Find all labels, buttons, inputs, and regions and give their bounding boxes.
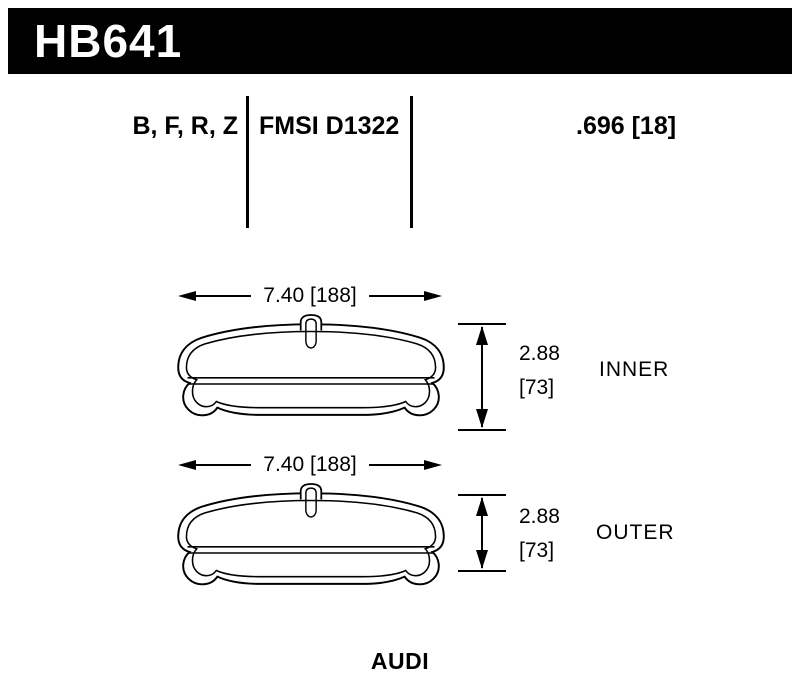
divider-line	[410, 96, 413, 228]
height-mm-label: [73]	[519, 376, 555, 399]
brake-pad-drawing-inner	[171, 314, 451, 433]
height-mm-label: [73]	[519, 539, 555, 562]
dimension-line	[481, 327, 483, 427]
arrow-down-icon	[476, 550, 488, 569]
arrow-up-icon	[476, 497, 488, 516]
width-dimension-label: 7.40 [188]	[263, 453, 357, 476]
brake-pad-drawing-outer	[171, 483, 451, 602]
height-dimension-outer	[458, 494, 506, 572]
width-dimension-inner: 7.40 [188]	[178, 283, 443, 309]
brake-pad-outline-drawing	[177, 314, 445, 417]
dimension-line	[481, 498, 483, 568]
fmsi-number-label: FMSI D1322	[259, 112, 400, 140]
width-dimension-label: 7.40 [188]	[263, 284, 357, 307]
arrow-right-icon	[424, 460, 443, 470]
pad-inner-contour	[185, 499, 437, 578]
brake-pad-outline-drawing	[177, 483, 445, 586]
height-dimension-inner	[458, 323, 506, 431]
view-label-inner: INNER	[599, 358, 670, 381]
width-dimension-outer: 7.40 [188]	[178, 452, 443, 478]
dimension-line	[196, 295, 252, 297]
dimension-line	[368, 464, 425, 466]
center-tab-slot	[305, 318, 317, 349]
arrow-down-icon	[476, 409, 488, 428]
dimension-line	[368, 295, 425, 297]
extension-line	[458, 494, 506, 496]
arrow-left-icon	[178, 291, 196, 301]
center-tab-slot	[305, 487, 317, 518]
part-number: HB641	[34, 15, 183, 67]
height-inches-label: 2.88	[519, 342, 560, 365]
center-tab-outline	[299, 483, 323, 500]
view-label-outer: OUTER	[596, 521, 675, 544]
extension-line	[458, 323, 506, 325]
compound-codes-label: B, F, R, Z	[132, 112, 238, 140]
arrow-right-icon	[424, 291, 443, 301]
extension-line	[458, 570, 506, 572]
center-tab-outline	[299, 314, 323, 331]
part-number-banner: HB641	[8, 8, 792, 74]
vehicle-label: AUDI	[370, 648, 430, 674]
divider-line	[246, 96, 249, 228]
arrow-up-icon	[476, 326, 488, 345]
extension-line	[458, 429, 506, 431]
arrow-left-icon	[178, 460, 196, 470]
height-inches-label: 2.88	[519, 505, 560, 528]
pad-inner-contour	[185, 330, 437, 409]
dimension-line	[196, 464, 252, 466]
pad-thickness-label: .696 [18]	[576, 112, 677, 140]
